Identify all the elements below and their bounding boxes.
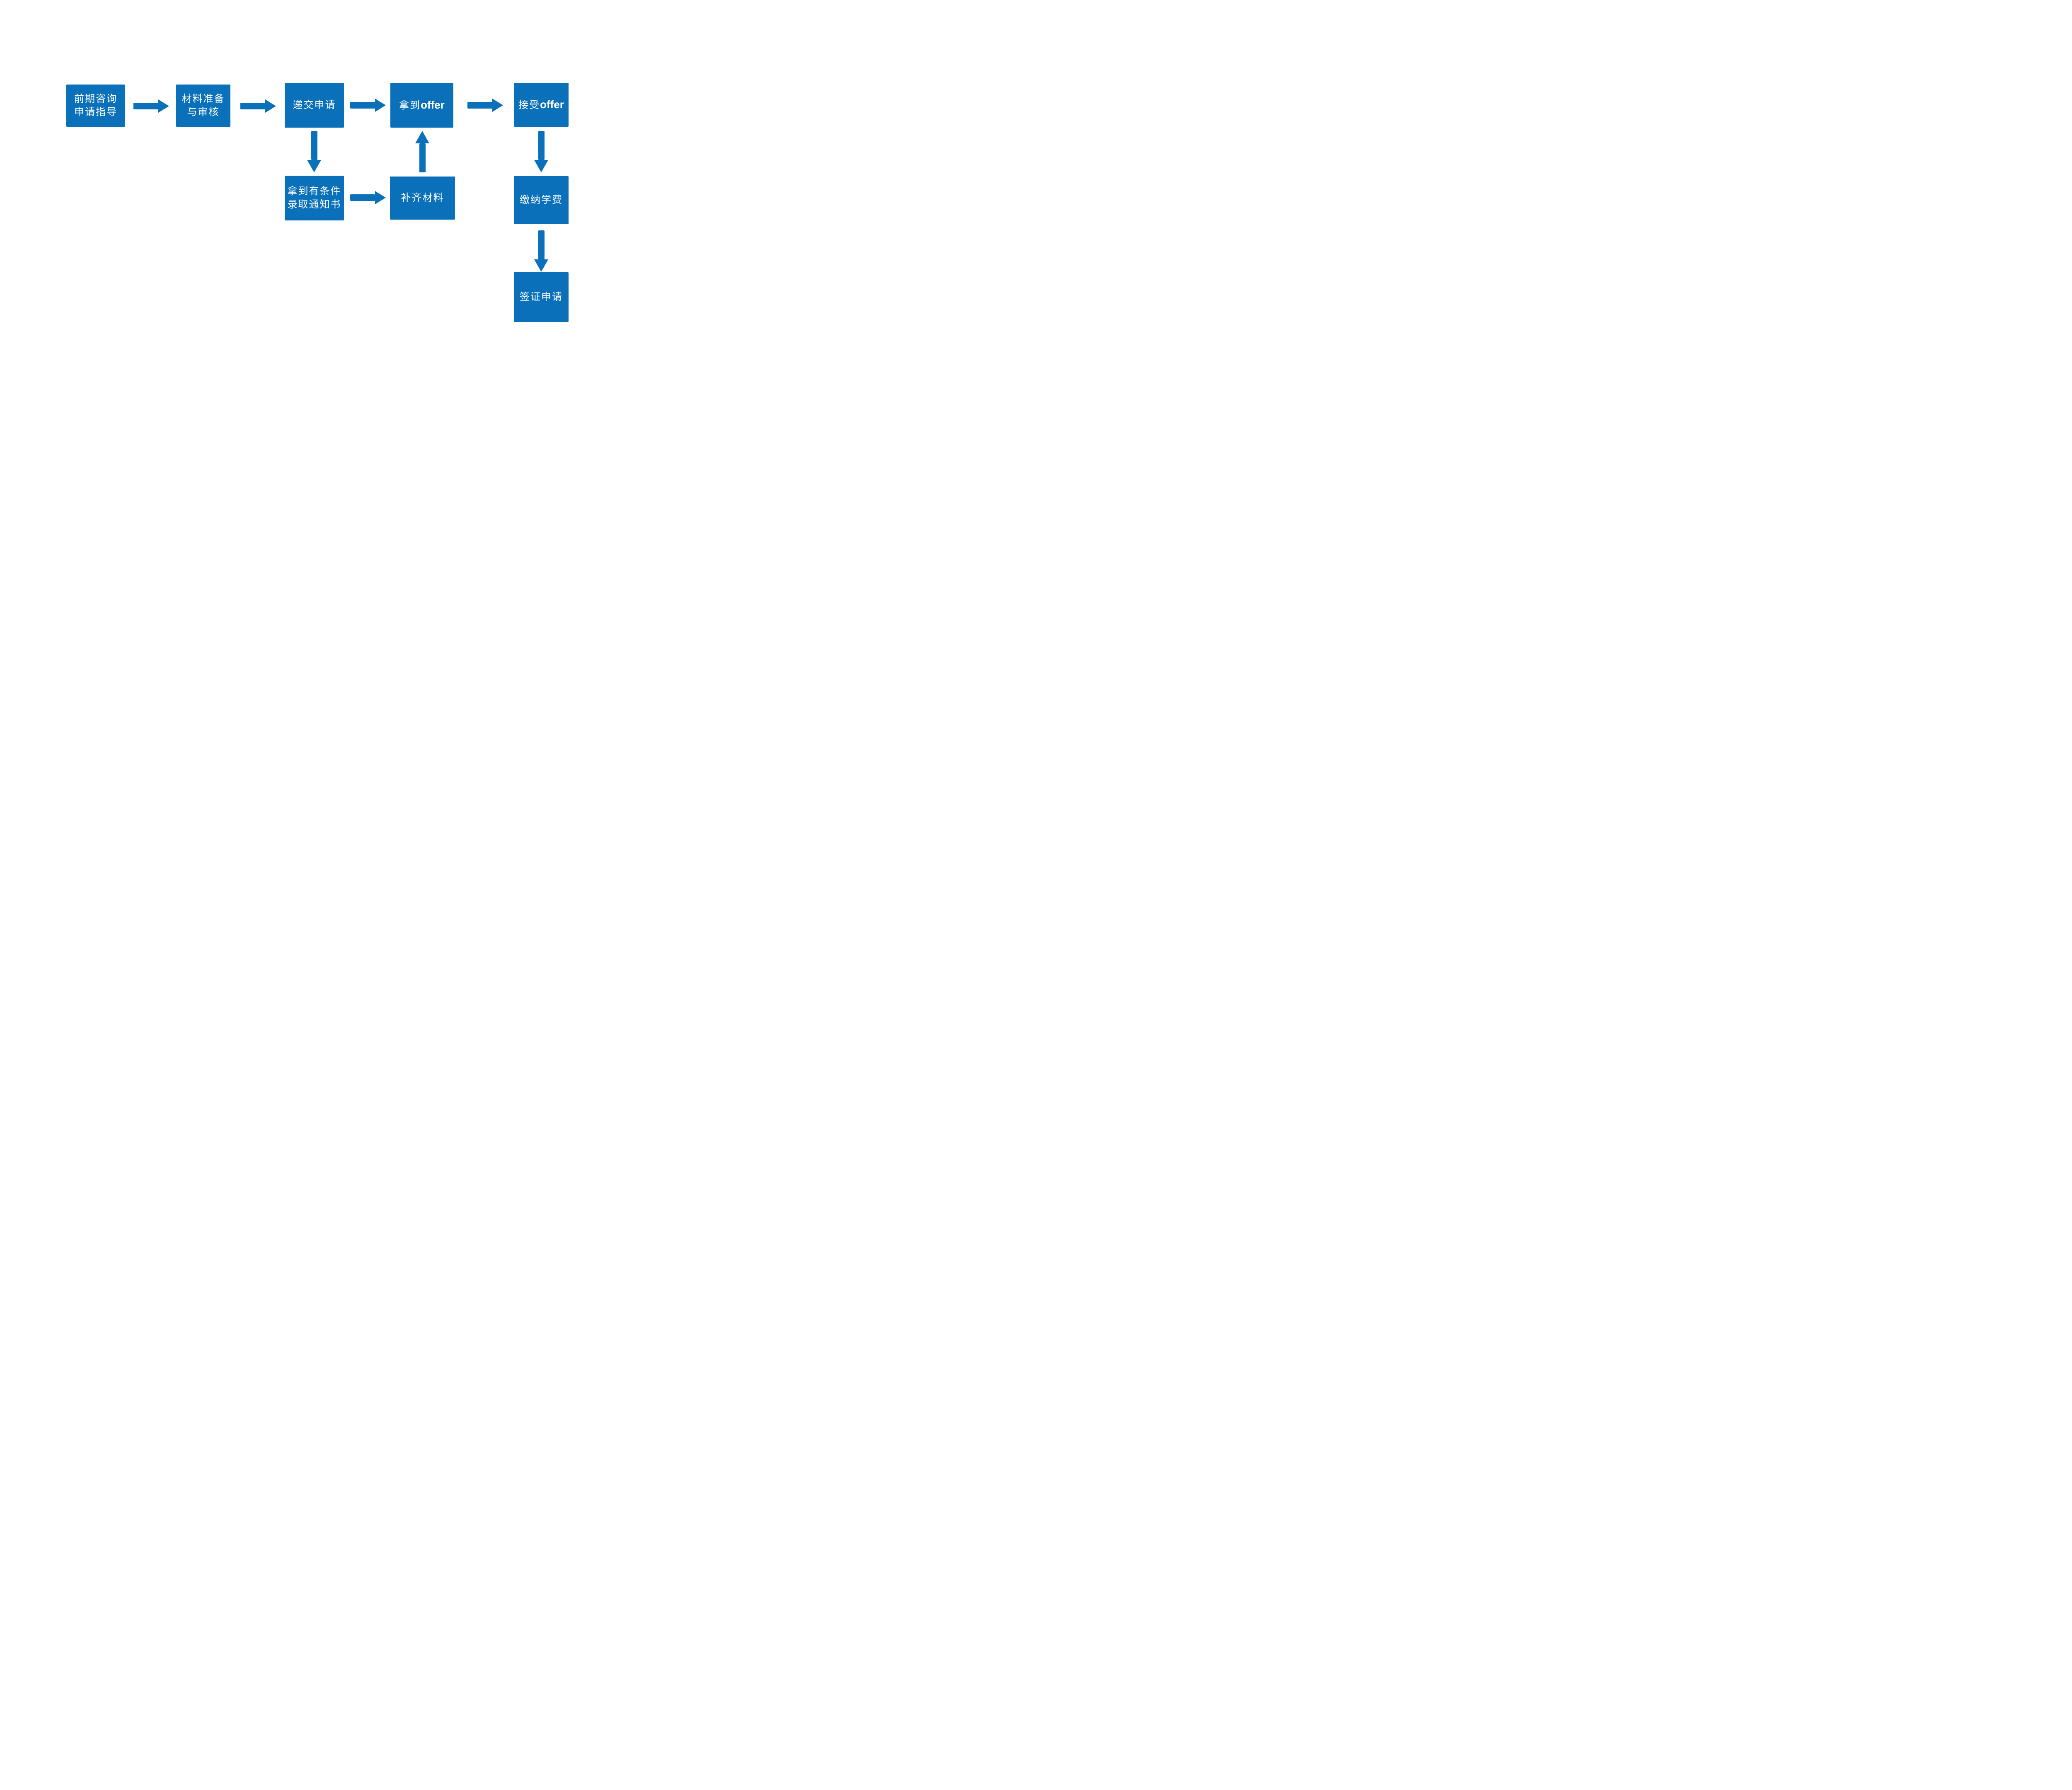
arrow-shaft	[467, 102, 492, 109]
node-label-line: 材料准备	[182, 94, 225, 104]
arrow-head-right-icon	[265, 99, 276, 113]
node-label-line: 拿到有条件	[287, 186, 341, 197]
arrow-shaft	[240, 103, 265, 109]
arrow-head-right-icon	[375, 99, 386, 112]
node-label-line: 补齐材料	[401, 193, 444, 203]
node-get-offer: 拿到offer	[390, 83, 453, 128]
arrow-supplement-up-to-get-offer	[415, 131, 429, 172]
arrow-head-right-icon	[492, 99, 503, 112]
node-label-latin: offer	[421, 99, 445, 111]
node-label-line: 拿到offer	[399, 98, 445, 112]
arrow-accept-offer-down-to-tuition	[534, 131, 548, 172]
node-submit-application: 递交申请	[285, 83, 344, 128]
node-conditional-admission: 拿到有条件 录取通知书	[285, 176, 344, 220]
arrow-consulting-to-materials	[133, 99, 169, 113]
arrow-get-offer-to-accept-offer	[467, 99, 503, 112]
arrow-conditional-to-supplement	[350, 191, 386, 204]
arrow-shaft	[538, 230, 545, 259]
arrow-head-down-icon	[307, 160, 321, 172]
arrow-materials-to-submit	[240, 99, 276, 113]
arrow-shaft	[538, 131, 545, 160]
arrow-submit-to-get-offer	[350, 99, 386, 112]
flowchart-canvas: 前期咨询 申请指导 材料准备 与审核 递交申请 拿到offer 接受offer …	[0, 0, 650, 365]
node-label-cn: 接受	[518, 100, 540, 111]
node-label-line: 申请指导	[74, 107, 117, 118]
node-label-line: 录取通知书	[287, 199, 341, 210]
arrow-submit-down-to-conditional	[307, 131, 321, 172]
arrow-shaft	[419, 143, 426, 172]
arrow-shaft	[350, 194, 375, 201]
arrow-shaft	[133, 103, 158, 109]
node-pay-tuition: 缴纳学费	[514, 176, 569, 224]
node-materials-review: 材料准备 与审核	[176, 85, 230, 127]
node-early-consulting: 前期咨询 申请指导	[66, 85, 125, 127]
node-label-latin: offer	[540, 98, 564, 111]
arrow-head-down-icon	[534, 160, 548, 172]
node-label-line: 与审核	[187, 107, 220, 118]
arrow-head-right-icon	[158, 99, 169, 113]
arrow-shaft	[350, 102, 375, 109]
node-label-line: 接受offer	[518, 98, 564, 112]
node-label-line: 签证申请	[520, 292, 563, 302]
arrow-head-down-icon	[534, 259, 548, 272]
node-accept-offer: 接受offer	[514, 83, 569, 127]
arrow-shaft	[311, 131, 317, 160]
arrow-head-right-icon	[375, 191, 386, 204]
node-visa-application: 签证申请	[514, 272, 569, 322]
node-label-line: 缴纳学费	[520, 195, 563, 206]
arrow-head-up-icon	[415, 131, 429, 143]
node-label-line: 前期咨询	[74, 94, 117, 104]
node-label-line: 递交申请	[293, 100, 336, 111]
node-supplement-materials: 补齐材料	[390, 177, 455, 220]
arrow-tuition-down-to-visa	[534, 230, 548, 272]
node-label-cn: 拿到	[399, 100, 421, 111]
